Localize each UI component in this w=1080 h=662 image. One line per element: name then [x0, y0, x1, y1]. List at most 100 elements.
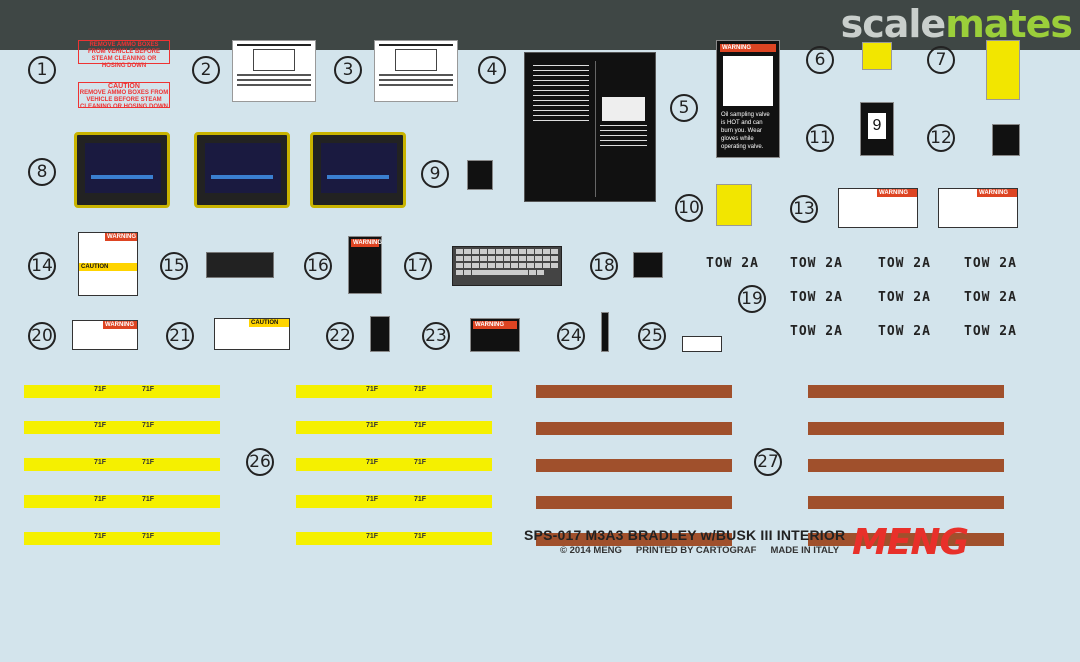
decal-number-15: 15	[160, 252, 188, 280]
decal-8-monitor-a	[74, 132, 170, 208]
decal-12	[992, 124, 1020, 156]
decal-number-13: 13	[790, 195, 818, 223]
decal-number-8: 8	[28, 158, 56, 186]
decal-number-24: 24	[557, 322, 585, 350]
brown-stripe	[536, 533, 732, 546]
decal-number-23: 23	[422, 322, 450, 350]
decal-21-caution: CAUTION	[249, 319, 289, 327]
printer-credit: PRINTED BY CARTOGRAF	[635, 545, 757, 556]
decal-8-monitor-b	[194, 132, 290, 208]
origin: MADE IN ITALY	[770, 545, 840, 556]
tow-label: TOW 2A	[964, 324, 1017, 339]
decal-6	[862, 42, 892, 70]
decal-number-26: 26	[246, 448, 274, 476]
decal-13-warning-b: WARNING	[938, 188, 1018, 228]
decal-number-16: 16	[304, 252, 332, 280]
brown-stripe	[536, 422, 732, 435]
tow-label: TOW 2A	[878, 256, 931, 271]
decal-number-17: 17	[404, 252, 432, 280]
decal-number-11: 11	[806, 124, 834, 152]
decal-14: WARNING CAUTION	[78, 232, 138, 296]
decal-11: 9	[860, 102, 894, 156]
decal-number-21: 21	[166, 322, 194, 350]
decal-number-22: 22	[326, 322, 354, 350]
decal-24	[601, 312, 609, 352]
decal-number-10: 10	[675, 194, 703, 222]
tow-label: TOW 2A	[790, 256, 843, 271]
decal-20: WARNING	[72, 320, 138, 350]
decal-4-instruction-panel	[524, 52, 656, 202]
brown-stripe	[536, 459, 732, 472]
watermark-bar: scalemates	[0, 0, 1080, 50]
decal-23: WARNING	[470, 318, 520, 352]
brown-stripe	[808, 459, 1004, 472]
tow-label: TOW 2A	[964, 256, 1017, 271]
watermark-logo: scalemates	[840, 2, 1073, 46]
decal-2-drawing	[253, 49, 295, 71]
decal-number-25: 25	[638, 322, 666, 350]
decal-1-caution-title: CAUTION	[108, 83, 140, 90]
decal-21: CAUTION	[214, 318, 290, 350]
brand-logo: MENG	[852, 522, 969, 563]
decal-7	[986, 40, 1020, 100]
tow-label: TOW 2A	[706, 256, 759, 271]
decal-15	[206, 252, 274, 278]
decal-number-3: 3	[334, 56, 362, 84]
decal-9	[467, 160, 493, 190]
decal-number-14: 14	[28, 252, 56, 280]
decal-5-oil-warning: WARNING Oil sampling valve is HOT and ca…	[716, 40, 780, 158]
decal-number-9: 9	[421, 160, 449, 188]
decal-10	[716, 184, 752, 226]
brown-stripe	[536, 385, 732, 398]
decal-16: WARNING	[348, 236, 382, 294]
decal-3-diagram	[374, 40, 458, 102]
decal-11-digit: 9	[868, 113, 886, 139]
decal-4-photo	[602, 97, 645, 121]
decal-number-18: 18	[590, 252, 618, 280]
brown-stripe	[808, 422, 1004, 435]
decal-number-5: 5	[670, 94, 698, 122]
decal-number-19: 19	[738, 285, 766, 313]
tow-label: TOW 2A	[964, 290, 1017, 305]
decal-number-2: 2	[192, 56, 220, 84]
tow-label: TOW 2A	[790, 324, 843, 339]
decal-number-12: 12	[927, 124, 955, 152]
decal-number-4: 4	[478, 56, 506, 84]
decal-3-drawing	[395, 49, 437, 71]
decal-number-6: 6	[806, 46, 834, 74]
decal-5-hand-pictogram	[723, 56, 773, 106]
brown-stripe	[808, 533, 1004, 546]
decal-1-top: REMOVE AMMO BOXES FROM VEHICLE BEFORE ST…	[78, 40, 170, 69]
decal-25	[682, 336, 722, 352]
tow-label: TOW 2A	[790, 290, 843, 305]
product-title: SPS-017 M3A3 BRADLEY w/BUSK III INTERIOR	[524, 527, 846, 543]
decal-22	[370, 316, 390, 352]
print-credits: © 2014 MENG PRINTED BY CARTOGRAF MADE IN…	[560, 545, 839, 556]
tow-label: TOW 2A	[878, 324, 931, 339]
decal-number-1: 1	[28, 56, 56, 84]
decal-18	[633, 252, 663, 278]
decal-13-warning-a: WARNING	[838, 188, 918, 228]
brown-stripe	[808, 385, 1004, 398]
decal-17-keyboard	[452, 246, 562, 286]
decal-2-diagram	[232, 40, 316, 102]
decal-number-7: 7	[927, 46, 955, 74]
copyright: © 2014 MENG	[560, 545, 622, 556]
decal-1-bottom: CAUTION REMOVE AMMO BOXES FROM VEHICLE B…	[78, 82, 170, 110]
brown-stripe	[808, 496, 1004, 509]
brown-stripe	[536, 496, 732, 509]
decal-number-27: 27	[754, 448, 782, 476]
tow-label: TOW 2A	[878, 290, 931, 305]
decal-14-caution: CAUTION	[79, 263, 137, 271]
decal-8-monitor-c	[310, 132, 406, 208]
